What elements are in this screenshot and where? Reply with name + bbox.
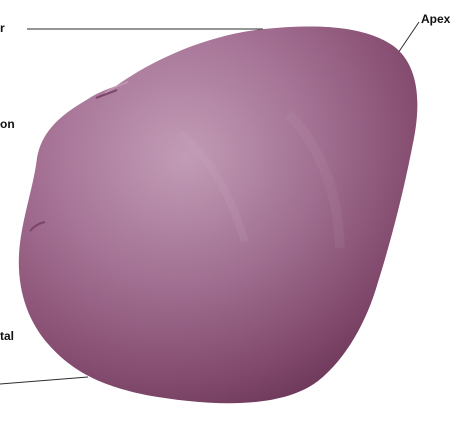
organ-shading	[19, 26, 418, 403]
label-apex: Apex	[421, 13, 450, 26]
label-left-bottom-fragment-1: tal	[0, 330, 14, 343]
label-left-top-fragment: r	[0, 22, 5, 35]
leader-line-bottom-left	[0, 377, 88, 384]
label-left-mid-fragment-1: on	[0, 118, 15, 131]
leader-line-apex	[396, 22, 419, 56]
